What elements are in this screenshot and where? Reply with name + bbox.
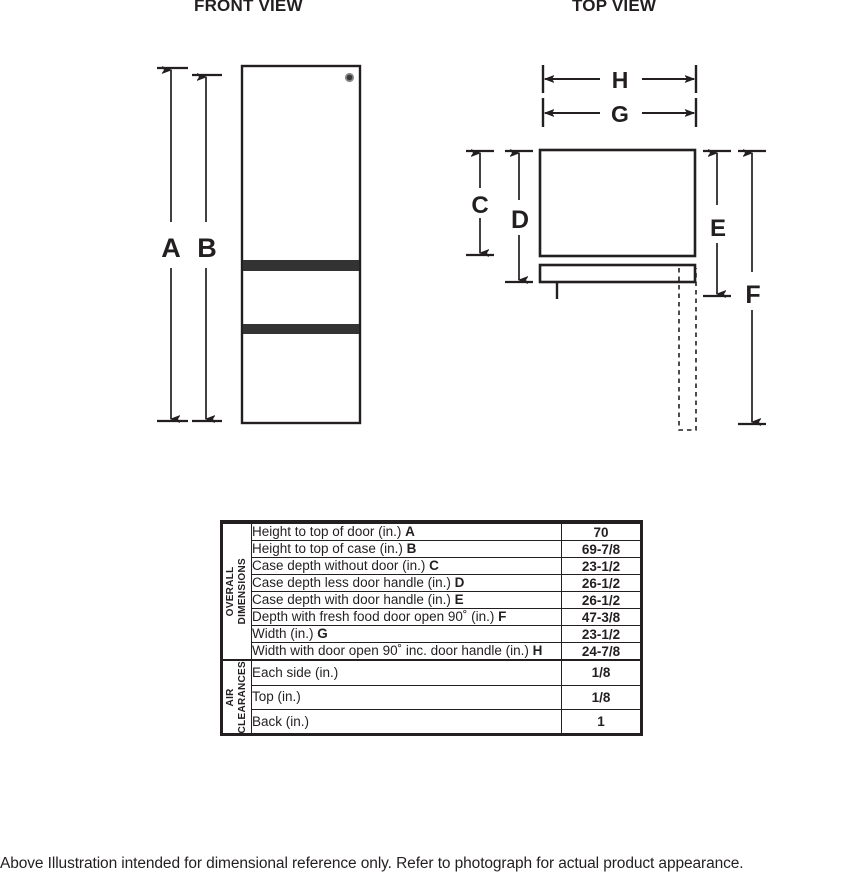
dimension-line-f <box>738 151 766 424</box>
table-cell-label-text: Case depth without door (in.) <box>252 558 430 573</box>
table-cell-label: Case depth with door handle (in.) E <box>251 591 562 609</box>
table-cell-dimension-letter: B <box>406 541 417 556</box>
table-cell-value: 69-7/8 <box>561 540 641 558</box>
footer-disclaimer: Above Illustration intended for dimensio… <box>0 855 744 872</box>
table-cell-label-text: Case depth less door handle (in.) <box>252 575 455 590</box>
dimension-label-c: C <box>471 192 488 219</box>
dimension-label-b: B <box>197 233 217 263</box>
dimension-label-a: A <box>161 233 181 263</box>
table-cell-value: 1 <box>561 709 641 735</box>
dimension-label-d: D <box>511 206 529 234</box>
table-cell-label-text: Height to top of door (in.) <box>252 524 406 539</box>
table-cell-dimension-letter: D <box>454 575 465 590</box>
table-row: Depth with fresh food door open 90˚ (in.… <box>223 608 641 626</box>
table-cell-value: 1/8 <box>561 684 641 711</box>
table-row: Width with door open 90˚ inc. door handl… <box>223 642 641 661</box>
table-cell-label-text: Back (in.) <box>252 713 310 729</box>
dimension-line-g <box>541 98 698 127</box>
table-cell-label: Case depth less door handle (in.) D <box>251 574 562 592</box>
table-cell-label-text: Height to top of case (in.) <box>252 541 407 556</box>
table-row: Back (in.) 1 <box>223 709 641 735</box>
table-cell-label-text: Top (in.) <box>252 689 301 705</box>
table-cell-dimension-letter: G <box>317 626 328 641</box>
table-cell-label-text: Each side (in.) <box>252 664 339 680</box>
table-cell-label: Each side (in.) <box>251 658 562 686</box>
table-row: Top (in.) 1/8 <box>223 684 641 711</box>
table-cell-value: 47-3/8 <box>561 608 641 626</box>
front-view-divider-band-lower <box>243 324 359 334</box>
table-cell-label: Case depth without door (in.) C <box>251 557 562 575</box>
dimension-label-g: G <box>611 101 629 127</box>
table-cell-label: Width with door open 90˚ inc. door handl… <box>251 642 562 661</box>
table-cell-value: 23-1/2 <box>561 557 641 575</box>
table-cell-value: 26-1/2 <box>561 591 641 609</box>
dimension-label-h: H <box>612 67 629 93</box>
table-cell-label: Width (in.) G <box>251 625 562 643</box>
front-view-divider-band-upper <box>243 260 359 271</box>
front-view-cabinet <box>240 64 362 425</box>
table-cell-label: Height to top of door (in.) A <box>251 522 562 541</box>
table-cell-dimension-letter: H <box>532 643 543 658</box>
table-cell-label: Depth with fresh food door open 90˚ (in.… <box>251 608 562 626</box>
table-cell-value: 24-7/8 <box>561 642 641 661</box>
table-cell-value: 70 <box>561 522 641 541</box>
dimension-label-e: E <box>710 215 726 242</box>
table-cell-dimension-letter: C <box>429 558 439 573</box>
table-group-label: AIR CLEARANCES <box>222 659 252 735</box>
table-group-label-text: OVERALL DIMENSIONS <box>225 558 248 625</box>
table-cell-value: 1/8 <box>561 658 641 686</box>
table-cell-dimension-letter: E <box>454 592 464 607</box>
table-cell-label-text: Width with door open 90˚ inc. door handl… <box>252 643 533 658</box>
dimension-line-b <box>192 75 222 421</box>
top-view-door-bar <box>538 263 697 299</box>
front-view-title: FRONT VIEW <box>194 0 303 15</box>
dimension-label-f: F <box>745 281 760 309</box>
top-view-case <box>538 148 697 258</box>
table-cell-dimension-letter: F <box>498 609 507 624</box>
top-view-door-open-outline <box>678 268 697 431</box>
dimension-line-e <box>703 151 731 296</box>
dimension-drawings: A B C D E F H G <box>157 64 766 431</box>
table-cell-label: Back (in.) <box>251 709 562 735</box>
table-cell-label: Top (in.) <box>251 684 562 711</box>
dimension-line-d <box>505 151 533 282</box>
table-cell-value: 23-1/2 <box>561 625 641 643</box>
table-cell-label-text: Width (in.) <box>252 626 318 641</box>
table-cell-label-text: Case depth with door handle (in.) <box>252 592 455 607</box>
table-cell-dimension-letter: A <box>405 524 415 539</box>
table-group-label-text: AIR CLEARANCES <box>225 661 248 734</box>
table-cell-label: Height to top of case (in.) B <box>251 540 562 558</box>
dimension-line-h <box>541 65 698 93</box>
dimension-line-a <box>157 68 188 421</box>
table-cell-label-text: Depth with fresh food door open 90˚ (in.… <box>252 609 499 624</box>
top-view-title: TOP VIEW <box>572 0 657 15</box>
brand-badge-icon <box>344 72 355 83</box>
dimension-line-c <box>466 151 494 255</box>
table-cell-value: 26-1/2 <box>561 574 641 592</box>
table-group-label: OVERALL DIMENSIONS <box>222 522 252 661</box>
